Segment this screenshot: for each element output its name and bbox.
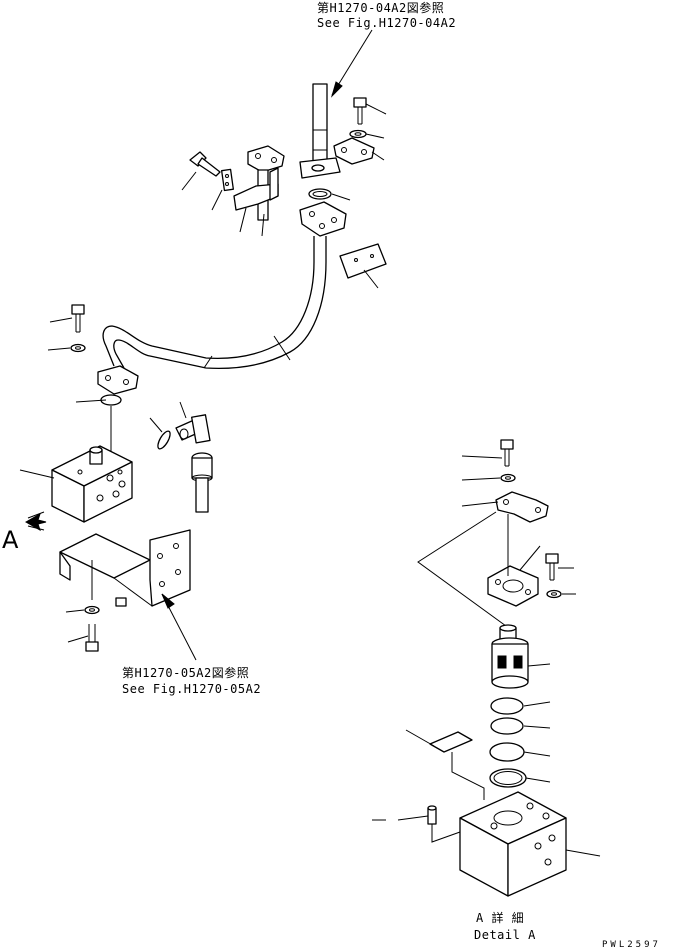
flange-lower-left: [97, 365, 139, 395]
bottom-reference-arrow: [161, 593, 197, 661]
pad-plate: [339, 243, 387, 279]
vertical-pipe: [299, 83, 341, 179]
split-flange-upper-right: [333, 137, 375, 165]
flange-middle: [299, 201, 347, 237]
top-ref-jp: 第H1270-04A2図参照: [317, 1, 445, 15]
o-ring-elbow: [157, 430, 171, 450]
elbow-fitting: [175, 414, 211, 444]
name-plate: [429, 731, 473, 753]
top-ref-en: See Fig.H1270-04A2: [317, 16, 457, 30]
o-ring-detail-2: [490, 717, 524, 735]
washer-detail-top: [500, 473, 516, 483]
bottom-ref-jp: 第H1270-05A2図参照: [122, 666, 250, 680]
valve-block-left: [51, 445, 133, 523]
bolt-detail-right: [545, 553, 559, 581]
washer-bottom-left: [84, 605, 100, 615]
detail-title-en: Detail A: [474, 928, 536, 942]
detail-title-jp: A 詳 細: [476, 911, 525, 925]
valve-spool: [491, 624, 529, 689]
top-reference-arrow: [330, 29, 373, 98]
pipe-clamp: [233, 167, 279, 221]
plate-washer: [220, 168, 234, 192]
split-flange-detail: [495, 491, 549, 523]
bolt-upper-right: [353, 97, 367, 125]
valve-block-detail: [459, 791, 567, 897]
bolt-detail-top: [500, 439, 514, 467]
view-a-marker: A: [2, 526, 19, 554]
bolt-left: [71, 304, 85, 333]
mounting-bracket: [59, 529, 191, 607]
washer-detail-right: [546, 589, 562, 599]
bottom-ref-en: See Fig.H1270-05A2: [122, 682, 262, 696]
o-ring-detail-3: [489, 742, 525, 762]
flange-plate-detail: [487, 565, 539, 607]
washer-left: [70, 343, 86, 353]
o-ring-upper: [308, 188, 332, 200]
bent-pipe: [102, 236, 327, 370]
o-ring-detail-1: [490, 697, 524, 715]
bolt-bottom-left: [85, 624, 99, 652]
view-a-arrow: [24, 511, 47, 532]
flange-upper-left: [247, 145, 285, 173]
washer-upper-right: [349, 129, 367, 139]
pin: [427, 805, 437, 825]
hose-fitting: [191, 452, 213, 513]
leader-lines: [19, 103, 601, 857]
drawing-code: PWL2597: [602, 940, 661, 950]
o-ring-detail-4: [489, 768, 527, 788]
bolt-upper-left: [189, 151, 221, 177]
